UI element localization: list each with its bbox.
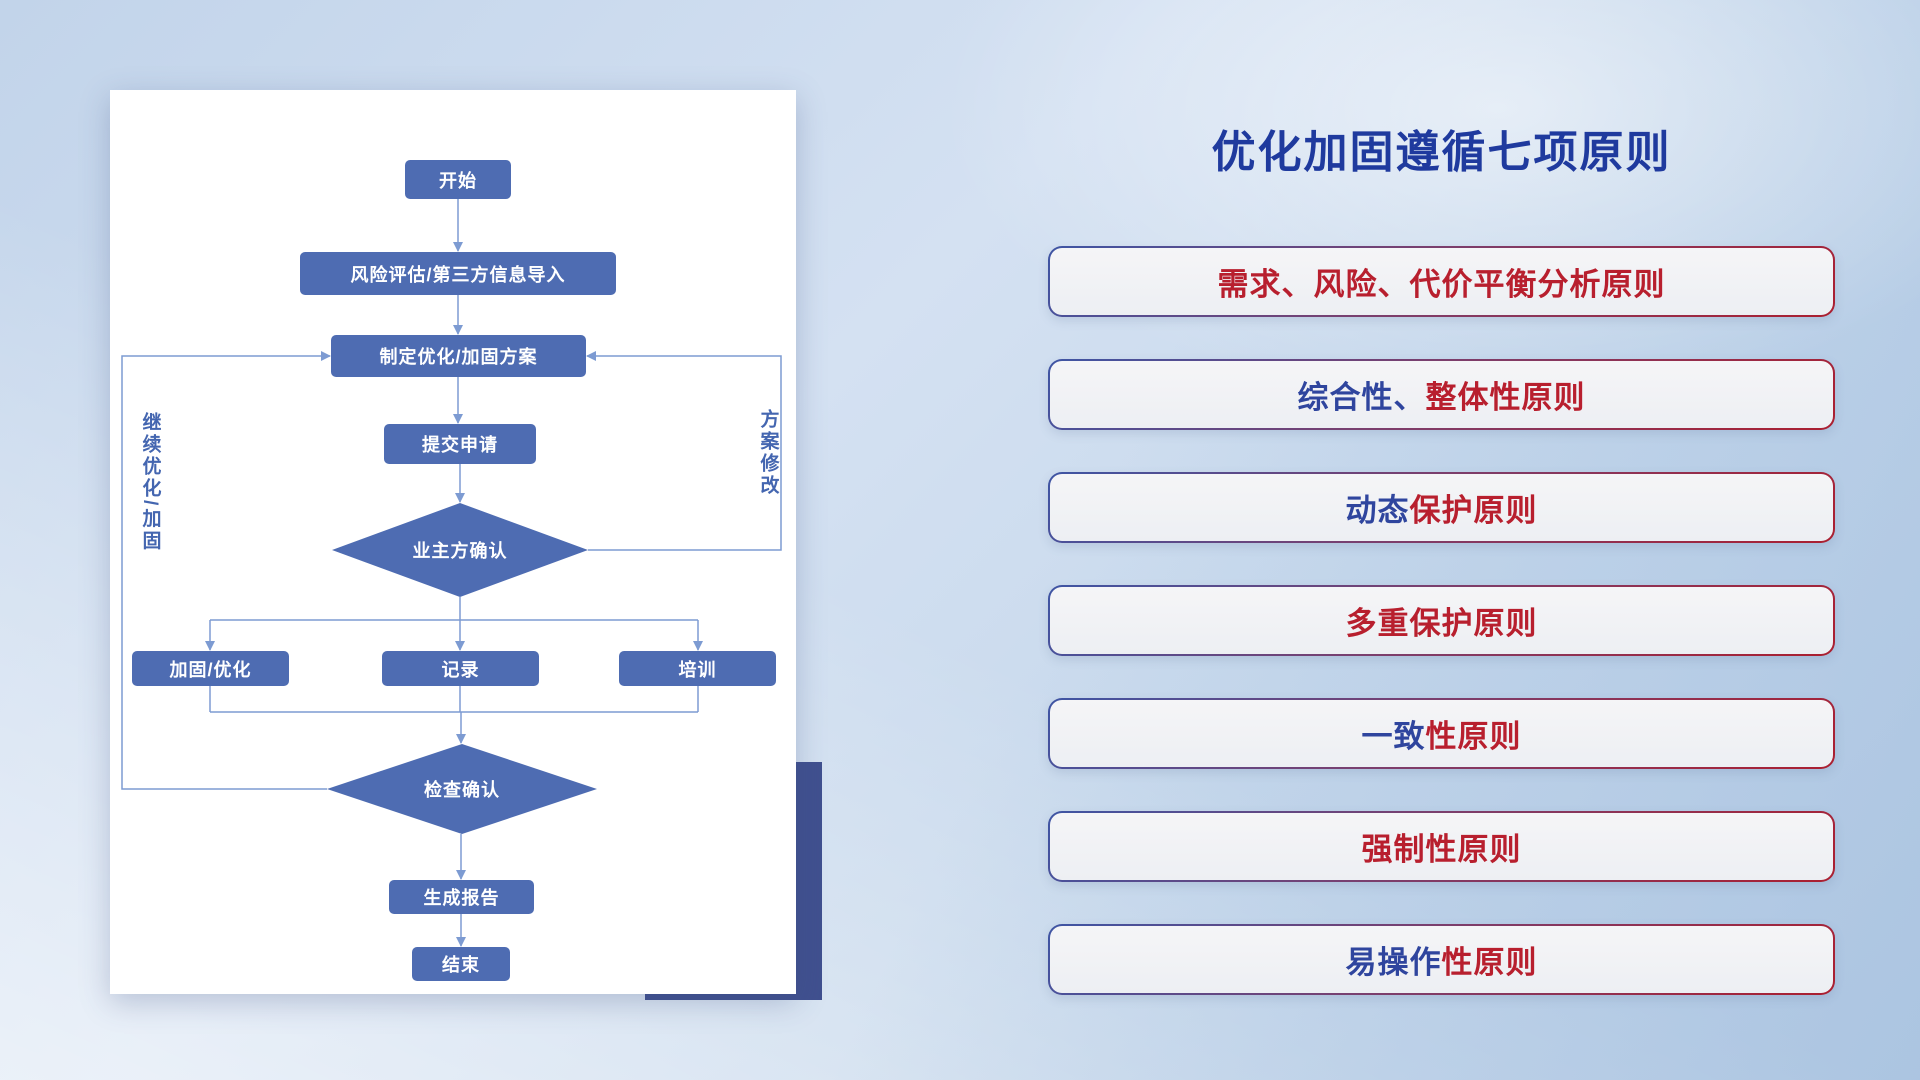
principle-box-6: 强制性原则 [1048, 811, 1835, 882]
edge-label-continue-loop: 继续优化/加固 [139, 411, 161, 553]
node-reinforce: 加固/优化 [132, 651, 289, 686]
node-make-plan: 制定优化/加固方案 [331, 335, 586, 377]
principle-3-text-red: 保护原则 [1409, 493, 1538, 528]
principle-box-7: 易操作性原则 [1048, 924, 1835, 995]
flow-connectors [121, 199, 782, 947]
principle-2-text-red: 整体性原则 [1425, 380, 1586, 415]
edge-label-revise-loop: 方案修改 [757, 409, 779, 497]
principle-box-4: 多重保护原则 [1048, 585, 1835, 656]
node-record: 记录 [382, 651, 539, 686]
principle-1-text-red: 需求、风险、代价平衡分析原则 [1217, 267, 1666, 302]
flowchart-card: 开始 风险评估/第三方信息导入 制定优化/加固方案 提交申请 业主方确认 加固/… [110, 90, 796, 994]
principle-6-text-red: 强制性原则 [1361, 832, 1522, 867]
node-submit: 提交申请 [384, 424, 536, 464]
principle-2-text-blue: 综合性、 [1297, 380, 1426, 415]
edge-loop-continue [121, 351, 331, 790]
principle-5-text-blue: 一致 [1361, 719, 1426, 754]
principle-7-text-blue: 易操作 [1345, 945, 1442, 980]
principle-7-text-red: 性原则 [1441, 945, 1538, 980]
principle-box-1: 需求、风险、代价平衡分析原则 [1048, 246, 1835, 317]
node-risk-import: 风险评估/第三方信息导入 [300, 252, 616, 295]
edge-loop-revise [586, 351, 782, 551]
node-end: 结束 [412, 947, 510, 981]
principle-box-3: 动态保护原则 [1048, 472, 1835, 543]
node-report: 生成报告 [389, 880, 534, 914]
principle-box-2: 综合性、整体性原则 [1048, 359, 1835, 430]
principle-4-text-red: 多重保护原则 [1345, 606, 1538, 641]
page-title: 优化加固遵循七项原则 [1211, 128, 1672, 177]
principle-5-text-red: 性原则 [1425, 719, 1522, 754]
principle-3-text-blue: 动态 [1345, 493, 1410, 528]
node-start: 开始 [405, 160, 511, 199]
principle-box-5: 一致性原则 [1048, 698, 1835, 769]
principles-list: 需求、风险、代价平衡分析原则 综合性、整体性原则 动态保护原则 多重保护原则 一… [1048, 246, 1835, 1037]
node-training: 培训 [619, 651, 776, 686]
